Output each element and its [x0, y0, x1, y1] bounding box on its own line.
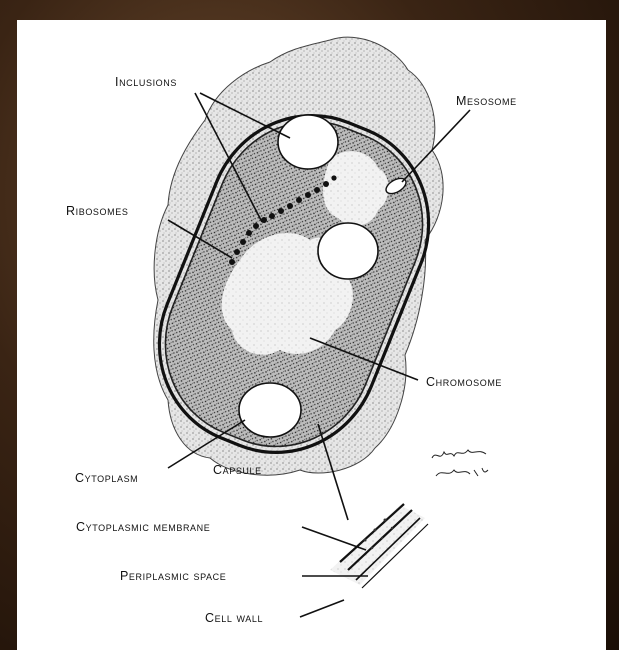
label-chromosome: Chromosome [426, 375, 502, 389]
label-mesosome: Mesosome [456, 94, 517, 108]
inclusion-bottom [239, 383, 301, 437]
inclusion-middle [318, 223, 378, 279]
inclusion-top [278, 115, 338, 169]
label-cell-wall: Cell wall [205, 611, 263, 625]
label-inclusions: Inclusions [115, 75, 177, 89]
label-cytoplasmic-membrane: Cytoplasmic membrane [76, 520, 210, 534]
label-periplasmic-space: Periplasmic space [120, 569, 226, 583]
label-cytoplasm: Cytoplasm [75, 471, 138, 485]
label-ribosomes: Ribosomes [66, 204, 128, 218]
label-capsule: Capsule [213, 463, 262, 477]
artist-signature [432, 450, 488, 476]
